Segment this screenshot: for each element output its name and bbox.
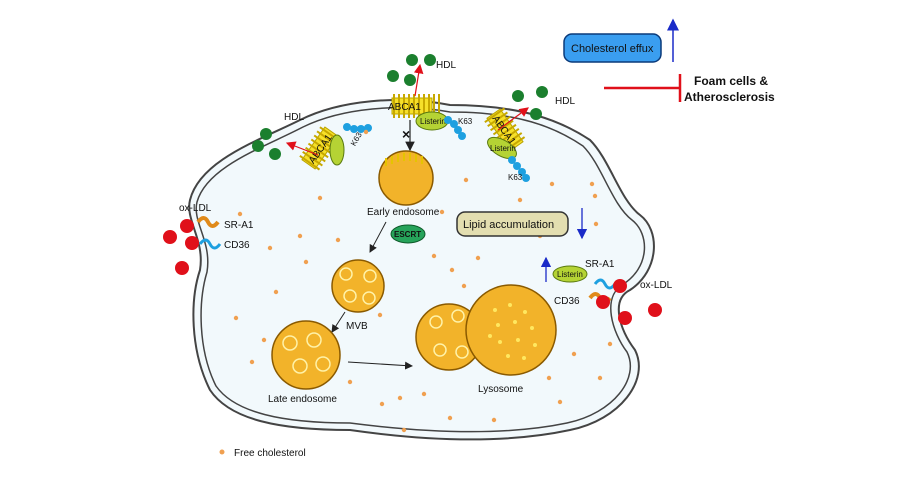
- listerin-label-right: Listerin: [490, 144, 516, 153]
- arrow-early-to-mvb: [369, 221, 387, 253]
- k63-chain-top: [444, 116, 466, 140]
- lipid-accumulation-box: [456, 211, 569, 237]
- sr-a1-label-left: SR-A1: [224, 220, 254, 231]
- efflux-arrow-top: [413, 63, 424, 97]
- foam-cells-label-line1: Foam cells &: [694, 74, 768, 88]
- early-endosome-label: Early endosome: [367, 207, 440, 218]
- legend-cholesterol-dot: [219, 449, 225, 455]
- hdl-label-top: HDL: [436, 60, 456, 71]
- escrt-label: ESCRT: [394, 230, 421, 239]
- efflux-arrow-right: [497, 107, 529, 131]
- listerin-left: [329, 134, 345, 166]
- block-mark: ×: [402, 126, 410, 142]
- early-endosome: [378, 150, 434, 206]
- ox-ldl-label-right: ox-LDL: [640, 280, 673, 291]
- efflux-arrow-left: [285, 141, 319, 156]
- lysosome: [415, 284, 557, 376]
- sr-a1-receptor-left: [196, 216, 220, 228]
- k63-label-right: K63: [508, 173, 523, 182]
- k63-chain-left: [343, 123, 372, 133]
- listerin-side: [552, 265, 588, 283]
- ox-ldl-cluster-right: [596, 279, 662, 325]
- sr-a1-receptor-right: [593, 278, 617, 290]
- cd36-label-right: CD36: [554, 296, 580, 307]
- late-endosome-label: Late endosome: [268, 394, 337, 405]
- hdl-label-right: HDL: [555, 96, 575, 107]
- mvb: [331, 259, 385, 313]
- cd36-receptor-left: [198, 238, 222, 250]
- hdl-cluster-right: [512, 86, 548, 120]
- free-cholesterol-dots: [233, 129, 613, 433]
- legend-free-cholesterol-label: Free cholesterol: [234, 448, 306, 459]
- listerin-label-top: Listerin: [420, 117, 446, 126]
- lipid-accumulation-label: Lipid accumulation: [463, 219, 554, 231]
- listerin-right: [487, 136, 517, 160]
- hdl-cluster-top: [387, 54, 436, 86]
- foam-cells-label-line2: Atherosclerosis: [684, 90, 775, 104]
- k63-label-top: K63: [458, 117, 473, 126]
- k63-chain-right: [508, 156, 530, 182]
- arrow-late-to-lysosome: [347, 361, 413, 370]
- hdl-label-left: HDL: [284, 112, 304, 123]
- lysosome-label: Lysosome: [478, 384, 524, 395]
- cholesterol-efflux-box: [563, 33, 662, 63]
- hdl-cluster-left: [252, 128, 281, 160]
- arrow-mvb-to-late: [331, 311, 346, 333]
- cd36-label-left: CD36: [224, 240, 250, 251]
- mvb-label: MVB: [346, 321, 368, 332]
- sr-a1-label-right: SR-A1: [585, 259, 615, 270]
- abca1-label-top: ABCA1: [388, 102, 421, 113]
- cholesterol-efflux-label: Cholesterol effux: [571, 43, 654, 55]
- escrt-complex: [390, 224, 426, 244]
- ox-ldl-label-left: ox-LDL: [179, 203, 212, 214]
- ox-ldl-cluster-left: [163, 219, 199, 275]
- listerin-label-side: Listerin: [557, 270, 583, 279]
- late-endosome: [271, 320, 341, 390]
